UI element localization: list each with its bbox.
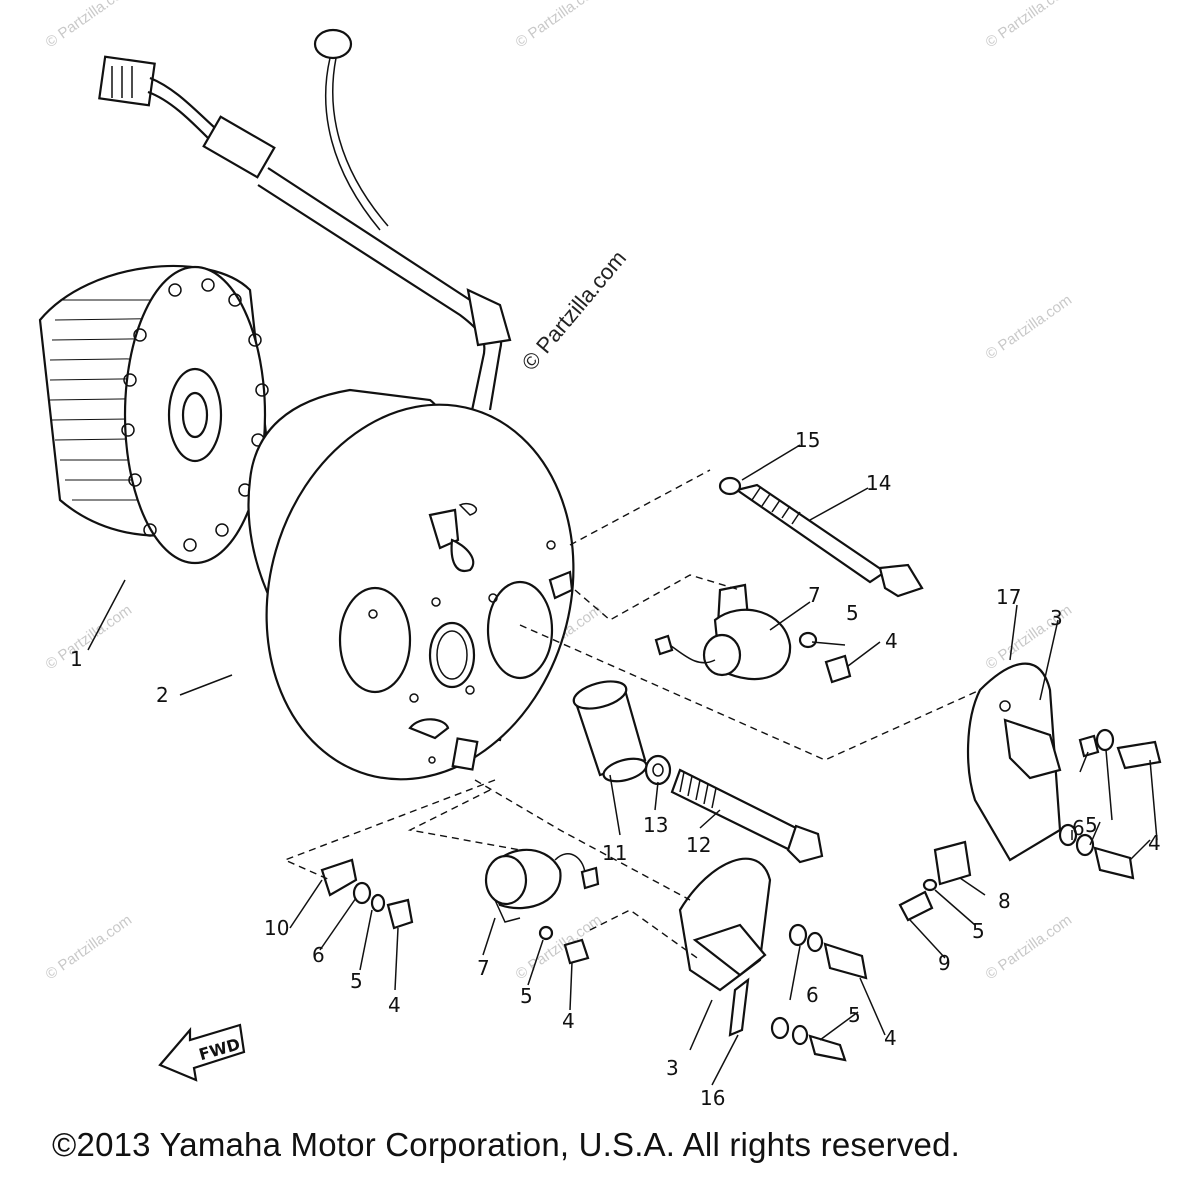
wire-harness: [98, 28, 512, 421]
callout-4: 4: [388, 993, 401, 1017]
rotor: [38, 264, 272, 565]
callout-6: 6: [1072, 816, 1085, 840]
watermark: © Partzilla.com: [983, 911, 1076, 983]
breaker-plate-right: [898, 662, 1162, 922]
callout-15: 15: [795, 428, 820, 452]
callout-2: 2: [156, 683, 169, 707]
small-parts-left: [320, 858, 414, 930]
callout-7: 7: [808, 583, 821, 607]
watermark: © Partzilla.com: [983, 0, 1076, 51]
callout-5: 5: [520, 984, 533, 1008]
fwd-arrow: FWD: [158, 1023, 246, 1082]
copyright-notice: ©2013 Yamaha Motor Corporation, U.S.A. A…: [52, 1126, 960, 1163]
callouts: 1 2 3 3 4 4 4 4 4 5 5 5 5 5 5 6 6 6 7 7 …: [70, 428, 1161, 1110]
callout-4: 4: [884, 1026, 897, 1050]
bolt-assembly: [572, 476, 924, 864]
stator-housing: [247, 388, 575, 781]
callout-5: 5: [846, 601, 859, 625]
alignment-lines: [283, 469, 981, 961]
watermark: © Partzilla.com: [43, 911, 136, 983]
breaker-plate-lower: [678, 857, 868, 1062]
condenser-upper: [654, 583, 852, 684]
callout-3: 3: [1050, 606, 1063, 630]
callout-7: 7: [477, 956, 490, 980]
callout-11: 11: [602, 841, 627, 865]
callout-10: 10: [264, 916, 289, 940]
watermark: © Partzilla.com: [43, 0, 136, 51]
callout-5: 5: [848, 1003, 861, 1027]
watermark: © Partzilla.com: [513, 911, 606, 983]
callout-8: 8: [998, 889, 1011, 913]
callout-6: 6: [312, 943, 325, 967]
callout-17: 17: [996, 585, 1021, 609]
callout-12: 12: [686, 833, 711, 857]
leader-lines: [87, 444, 1158, 1086]
callout-4: 4: [885, 629, 898, 653]
callout-1: 1: [70, 647, 83, 671]
callout-6: 6: [806, 983, 819, 1007]
callout-14: 14: [866, 471, 891, 495]
callout-5: 5: [972, 919, 985, 943]
callout-13: 13: [643, 813, 668, 837]
condenser-lower: [484, 848, 600, 965]
watermark: © Partzilla.com: [43, 601, 136, 673]
callout-16: 16: [700, 1086, 725, 1110]
watermark: © Partzilla.com: [983, 291, 1076, 363]
watermark: © Partzilla.com: [513, 0, 606, 51]
callout-5: 5: [350, 969, 363, 993]
callout-9: 9: [938, 951, 951, 975]
callout-3: 3: [666, 1056, 679, 1080]
watermark-main: © Partzilla.com: [517, 246, 631, 376]
callout-4: 4: [562, 1009, 575, 1033]
callout-5: 5: [1085, 813, 1098, 837]
callout-4: 4: [1148, 831, 1161, 855]
